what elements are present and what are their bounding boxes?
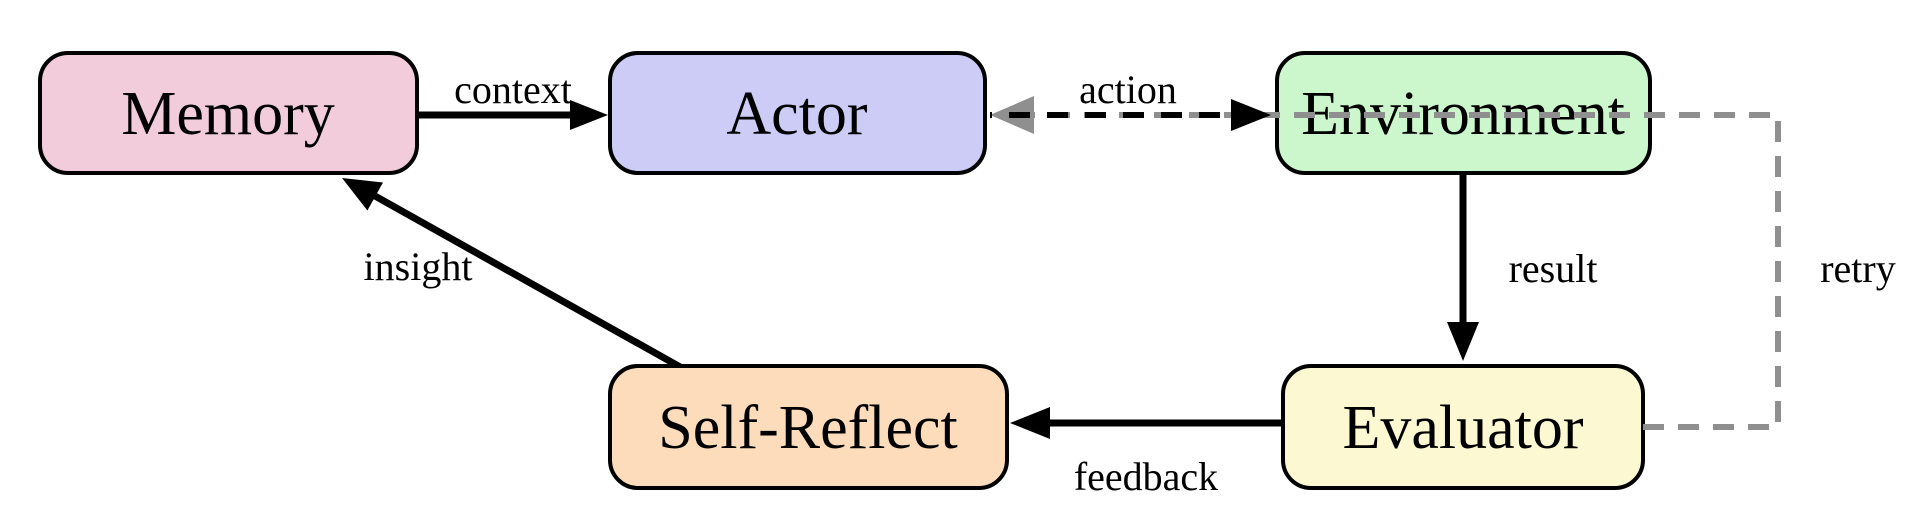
- insight-arrowhead-icon: [342, 178, 383, 211]
- edge-action: [990, 99, 1271, 131]
- edge-result: [1447, 173, 1479, 361]
- action-edge-label: action: [1079, 67, 1177, 112]
- actor-label: Actor: [726, 80, 868, 148]
- edge-context: [417, 100, 608, 130]
- environment-label: Environment: [1301, 80, 1625, 148]
- self-reflect-label: Self-Reflect: [658, 394, 958, 462]
- evaluator-label: Evaluator: [1342, 394, 1583, 462]
- context-arrowhead-icon: [570, 100, 608, 130]
- edge-insight: [342, 178, 684, 372]
- memory-label: Memory: [121, 80, 335, 148]
- result-edge-label: result: [1509, 246, 1598, 291]
- actor-box: [608, 51, 987, 175]
- edge-feedback: [1010, 407, 1283, 439]
- retry-dashed-line: [1008, 112, 1781, 430]
- context-edge-label: context: [454, 67, 572, 112]
- node-actor: Actor: [608, 51, 987, 175]
- memory-box: [38, 51, 419, 175]
- node-memory: Memory: [38, 51, 419, 175]
- insight-edge-label: insight: [364, 244, 473, 289]
- self-reflect-box: [608, 364, 1009, 490]
- feedback-arrowhead-icon: [1010, 407, 1050, 439]
- node-evaluator: Evaluator: [1281, 364, 1645, 490]
- result-arrowhead-icon: [1447, 322, 1479, 361]
- feedback-edge-label: feedback: [1074, 454, 1218, 499]
- insight-arrow-line: [373, 192, 684, 372]
- node-self-reflect: Self-Reflect: [608, 364, 1009, 490]
- retry-edge-label: retry: [1820, 246, 1896, 291]
- action-arrowhead-icon: [1231, 99, 1271, 131]
